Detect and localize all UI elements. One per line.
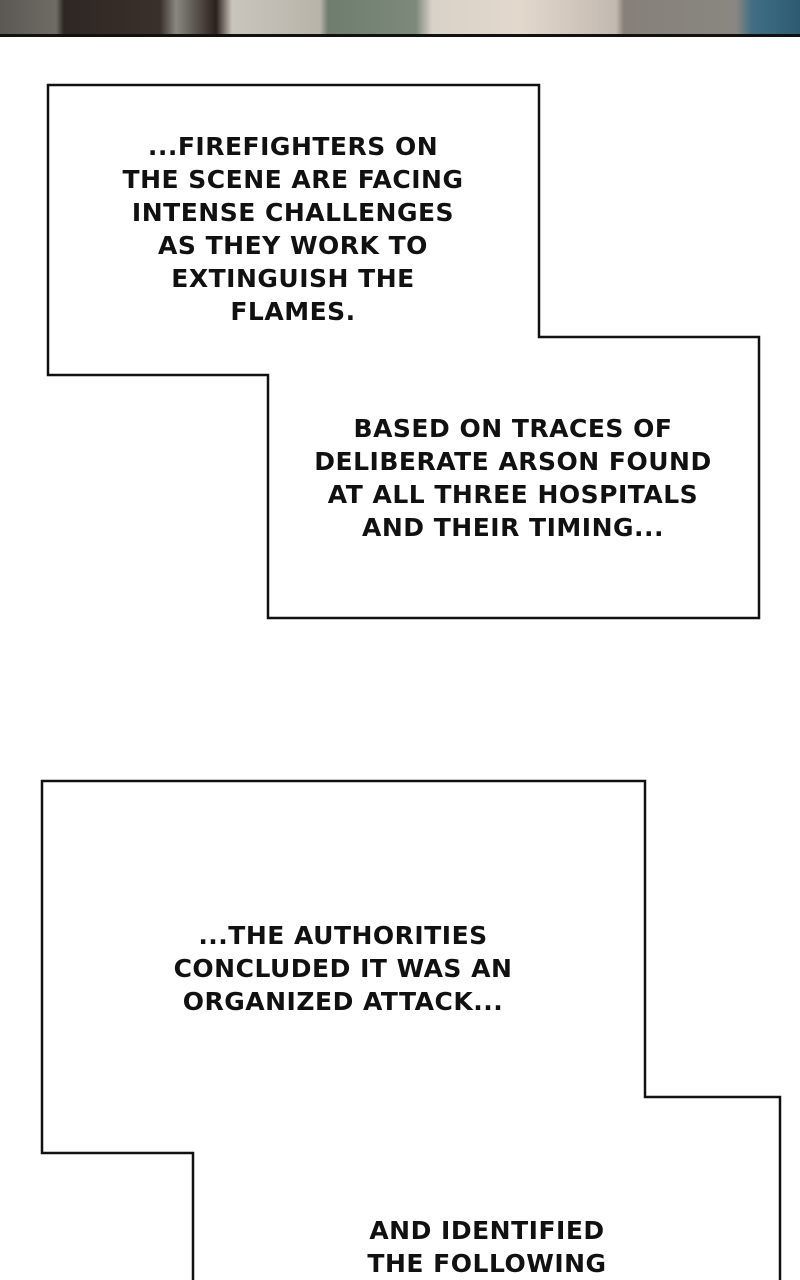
caption-line: EXTINGUISH THE [171, 264, 415, 293]
caption-line: DELIBERATE ARSON FOUND [314, 447, 712, 476]
caption-line: FLAMES. [230, 297, 356, 326]
comic-panel-room-scene [0, 0, 800, 35]
caption-line: AS THEY WORK TO [158, 231, 428, 260]
caption-line: ORGANIZED ATTACK... [182, 987, 504, 1016]
caption-line: AT ALL THREE HOSPITALS [327, 480, 699, 509]
caption-box-2 [40, 779, 782, 1280]
caption-line: INTENSE CHALLENGES [131, 198, 455, 227]
caption-2: BASED ON TRACES OF DELIBERATE ARSON FOUN… [314, 412, 711, 544]
caption-4: AND IDENTIFIED THE FOLLOWING [367, 1214, 606, 1280]
caption-line: CONCLUDED IT WAS AN [173, 954, 513, 983]
caption-line: THE SCENE ARE FACING [122, 165, 464, 194]
caption-line: THE FOLLOWING [367, 1249, 607, 1278]
caption-3: ...THE AUTHORITIES CONCLUDED IT WAS AN O… [174, 919, 513, 1018]
caption-line: AND THEIR TIMING... [361, 513, 665, 542]
caption-box-1 [46, 83, 761, 620]
caption-line: ...FIREFIGHTERS ON [147, 132, 439, 161]
caption-line: ...THE AUTHORITIES [198, 921, 488, 950]
panel-border [0, 34, 800, 37]
caption-line: BASED ON TRACES OF [353, 414, 673, 443]
caption-line: AND IDENTIFIED [369, 1216, 605, 1245]
caption-1: ...FIREFIGHTERS ON THE SCENE ARE FACING … [123, 130, 464, 328]
